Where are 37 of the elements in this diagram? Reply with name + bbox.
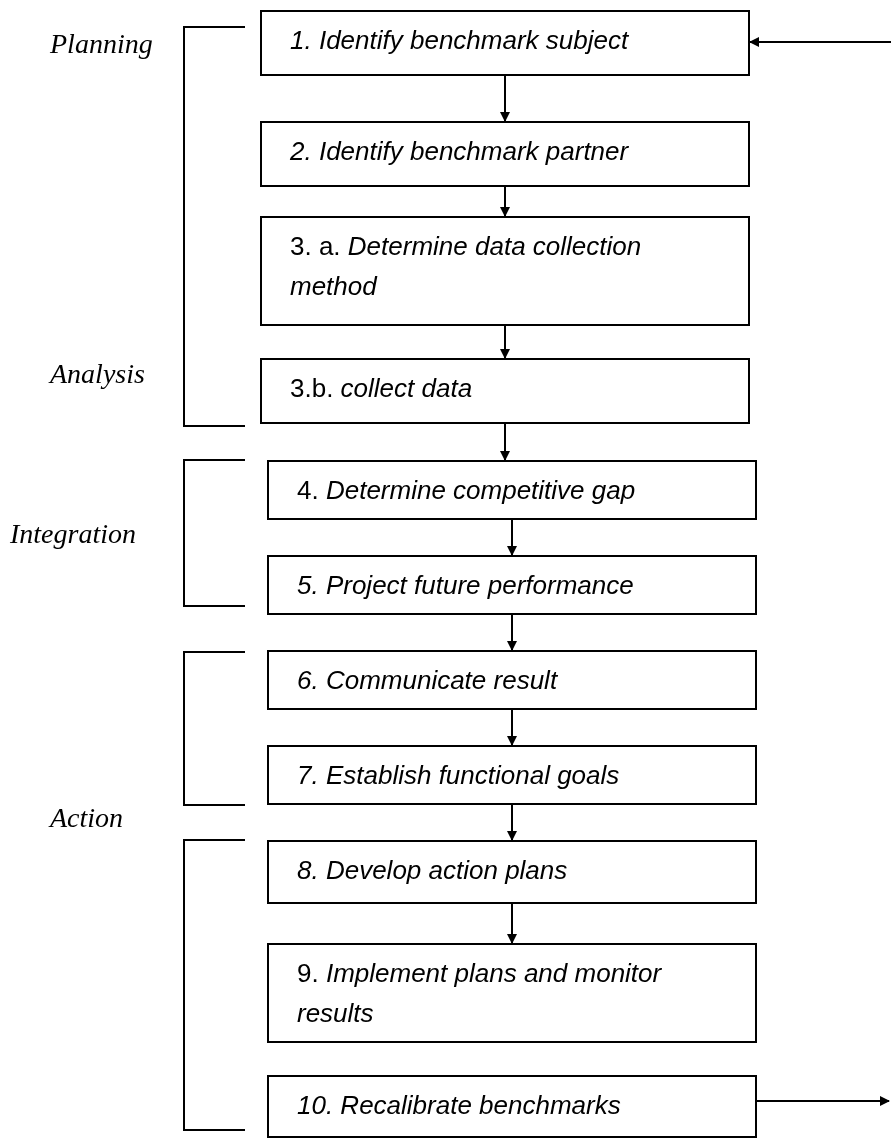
arrow [507,709,517,746]
arrow [507,903,517,944]
arrow [500,423,510,461]
process-box [260,121,750,187]
arrow [500,325,510,359]
arrow [507,519,517,556]
step-text: 1. Identify benchmark subject [290,24,629,57]
step-text: 5. Project future performance [297,569,634,602]
step-text: 4. Determine competitive gap [297,474,636,507]
step-text: 8. Develop action plans [297,854,568,887]
phase-label: Integration [10,518,136,550]
arrow [749,37,891,47]
process-box [267,840,757,904]
arrow [500,186,510,217]
step-text: 3. a. Determine data collection method [290,230,643,303]
arrow [507,614,517,651]
process-box [260,358,750,424]
arrow [507,804,517,841]
phase-label: Planning [50,28,153,60]
process-box [260,216,750,326]
process-box [267,460,757,520]
process-box [267,1075,757,1138]
process-box [267,943,757,1043]
step-text: 7. Establish functional goals [297,759,620,792]
process-box [267,555,757,615]
step-text: 10. Recalibrate benchmarks [297,1089,621,1122]
process-box [267,650,757,710]
step-text: 2. Identify benchmark partner [290,135,629,168]
process-box [267,745,757,805]
step-text: 6. Communicate result [297,664,558,697]
phase-label: Analysis [50,358,145,390]
process-box [260,10,750,76]
arrow [500,75,510,122]
step-text: 9. Implement plans and monitor results [297,957,663,1030]
step-text: 3.b. collect data [290,372,473,405]
arrow [756,1096,890,1106]
phase-label: Action [50,802,124,834]
